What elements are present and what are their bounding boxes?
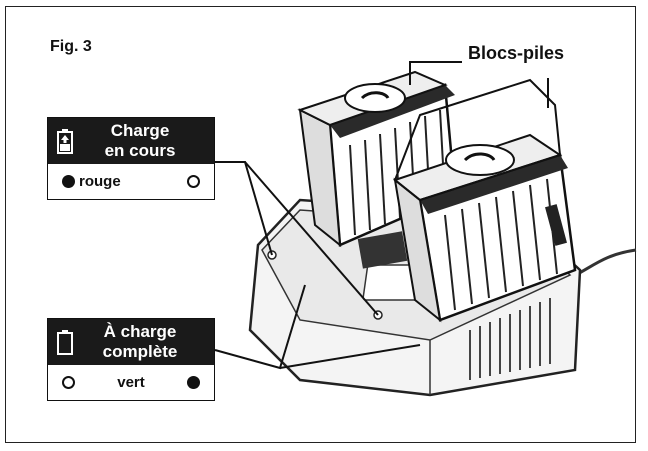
callout-lines [214, 61, 549, 370]
legend-full-indicator-row: vert [48, 365, 214, 400]
legend-full: À charge complète vert [47, 318, 215, 401]
battery-packs-label: Blocs-piles [468, 43, 565, 63]
legend-full-title-line2: complète [102, 342, 178, 361]
legend-charging-title-line2: en cours [104, 141, 176, 160]
legend-full-title: À charge complète [74, 322, 206, 362]
figure-title: Fig. 3 [50, 38, 92, 55]
legend-charging-header: Charge en cours [48, 118, 214, 164]
led-filled-icon [62, 175, 75, 188]
legend-charging-indicator-row: rouge [48, 164, 214, 199]
battery-full-icon [57, 330, 73, 355]
led-empty-icon [62, 376, 75, 389]
legend-charging-title: Charge en cours [74, 121, 206, 161]
led-filled-icon [187, 376, 200, 389]
legend-full-title-line1: À charge [103, 322, 177, 341]
charger-label-plate [357, 231, 408, 269]
charger-vents [469, 298, 551, 380]
battery-pack-right [392, 78, 577, 323]
legend-full-header: À charge complète [48, 319, 214, 365]
legend-charging-title-line1: Charge [110, 121, 170, 140]
legend-charging-indicator: rouge [79, 173, 121, 190]
legend-full-indicator: vert [117, 374, 145, 391]
legend-charging: Charge en cours rouge [47, 117, 215, 200]
led-empty-icon [187, 175, 200, 188]
battery-charging-icon [57, 129, 73, 154]
